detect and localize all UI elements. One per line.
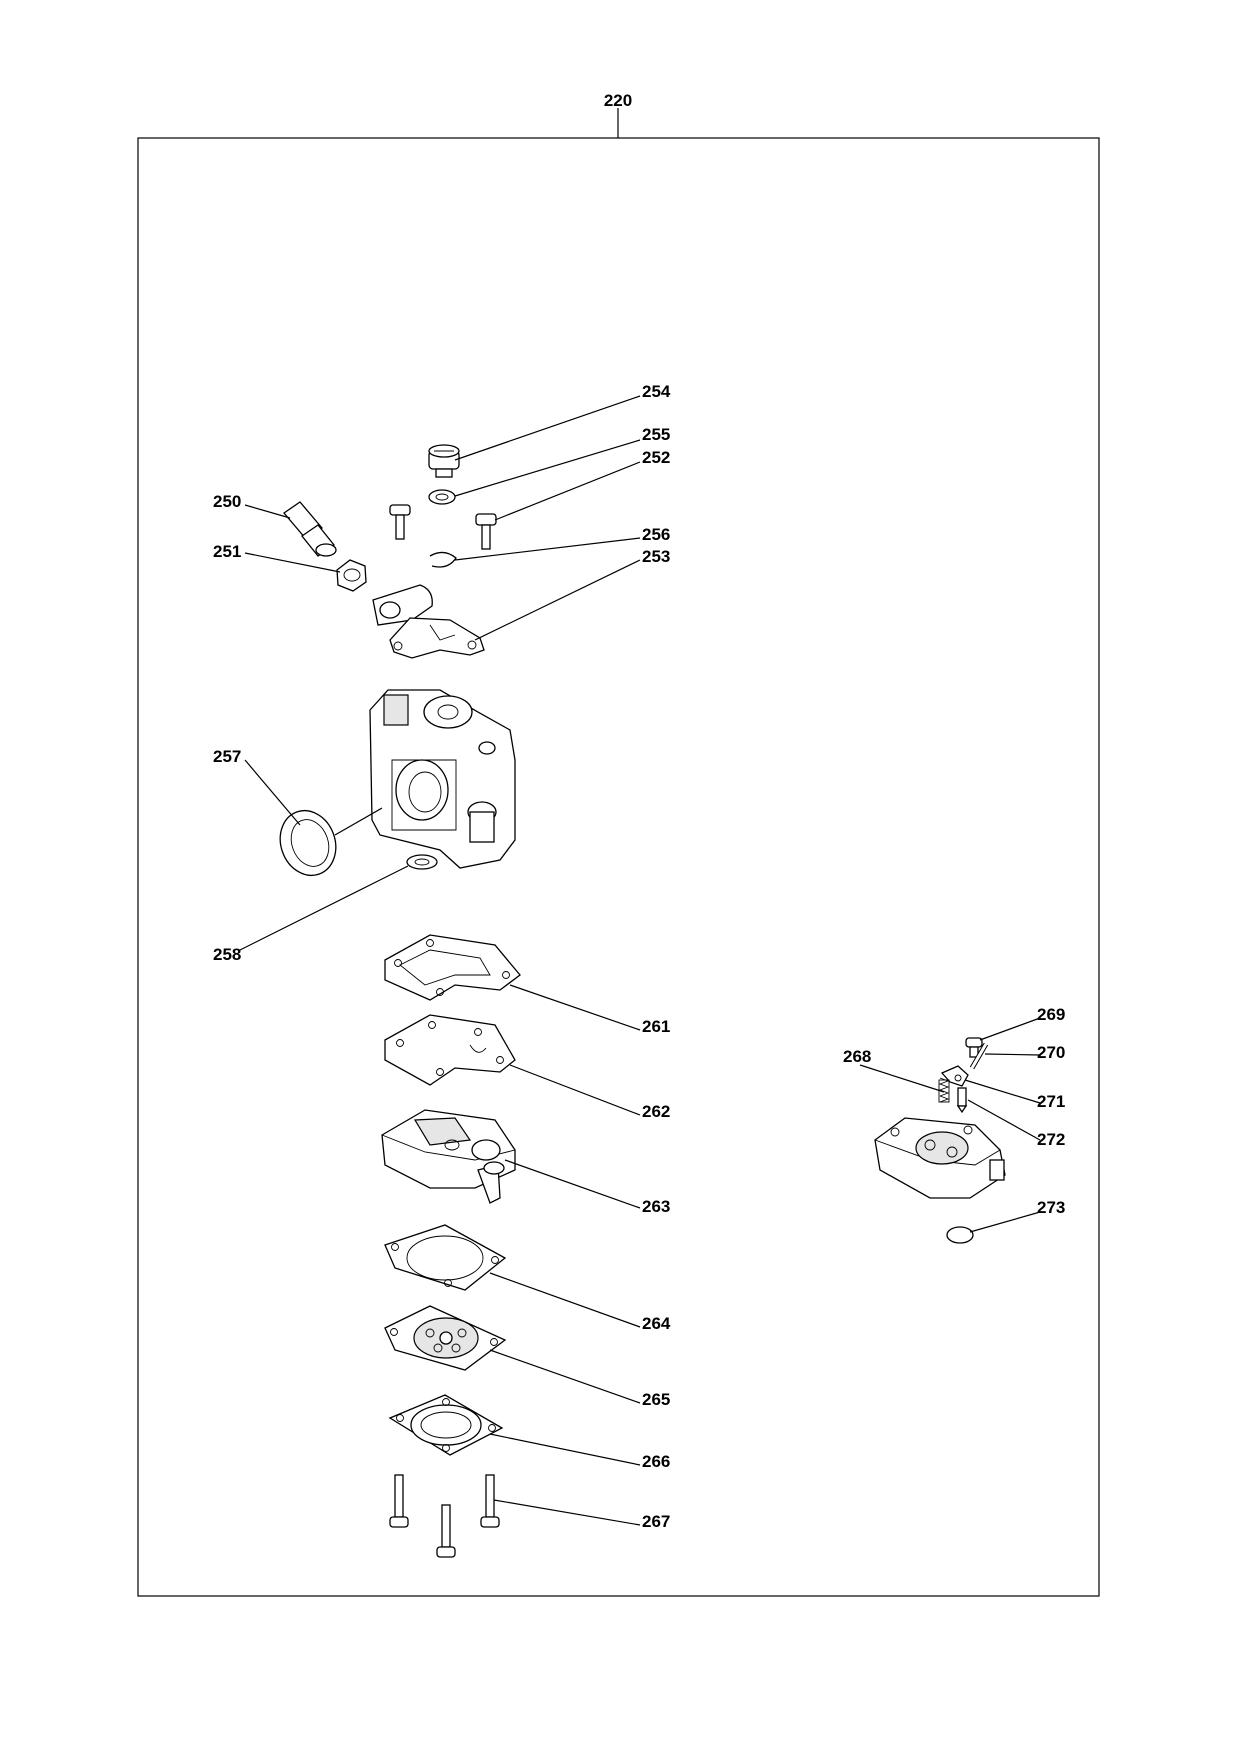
part-272-inlet-needle [956, 1087, 968, 1114]
callout-262: 262 [642, 1102, 670, 1121]
leader-lines [239, 395, 1041, 1526]
callout-263: 263 [642, 1197, 670, 1216]
part-258-filter-screen [406, 854, 438, 870]
callout-253: 253 [642, 547, 670, 566]
metering-housing [874, 1117, 1006, 1199]
part-255-washer [428, 489, 456, 505]
callout-258: 258 [213, 945, 241, 964]
assembly-number-label: 220 [604, 91, 632, 110]
assembly-frame [137, 137, 1100, 1597]
part-263-pump-body [381, 1109, 516, 1204]
callout-264: 264 [642, 1314, 671, 1333]
callout-257: 257 [213, 747, 241, 766]
part-269-screw [965, 1037, 983, 1058]
callout-254: 254 [642, 382, 671, 401]
part-screw-small-left [389, 504, 411, 540]
part-268-spring [938, 1077, 950, 1103]
callout-251: 251 [213, 542, 241, 561]
part-264-gasket [384, 1224, 507, 1291]
callout-268: 268 [843, 1047, 871, 1066]
part-265-metering-diaphragm [384, 1305, 507, 1371]
part-273-welch-plug [946, 1226, 974, 1244]
part-251-hex-nut [336, 559, 367, 592]
callout-269: 269 [1037, 1005, 1065, 1024]
callout-272: 272 [1037, 1130, 1065, 1149]
callout-252: 252 [642, 448, 670, 467]
part-252-screw [475, 513, 497, 550]
callout-273: 273 [1037, 1198, 1065, 1217]
callout-265: 265 [642, 1390, 670, 1409]
part-253-throttle-lever [372, 584, 485, 659]
callout-271: 271 [1037, 1092, 1065, 1111]
part-267-screws [389, 1474, 500, 1558]
part-271-needle-lever [940, 1065, 969, 1087]
part-257-gasket-ring [279, 809, 337, 877]
part-270-pin [969, 1042, 989, 1070]
callout-255: 255 [642, 425, 670, 444]
part-262-pump-diaphragm [384, 1014, 516, 1086]
part-250-fitting [283, 501, 337, 557]
part-256-e-clip [429, 551, 457, 568]
part-254-plug-screw [428, 444, 460, 478]
part-261-gasket [384, 934, 521, 1001]
callout-266: 266 [642, 1452, 670, 1471]
part-266-cover [388, 1394, 504, 1456]
carburetor-body [369, 689, 516, 869]
callout-256: 256 [642, 525, 670, 544]
callout-250: 250 [213, 492, 241, 511]
callout-261: 261 [642, 1017, 670, 1036]
callout-270: 270 [1037, 1043, 1065, 1062]
callout-267: 267 [642, 1512, 670, 1531]
